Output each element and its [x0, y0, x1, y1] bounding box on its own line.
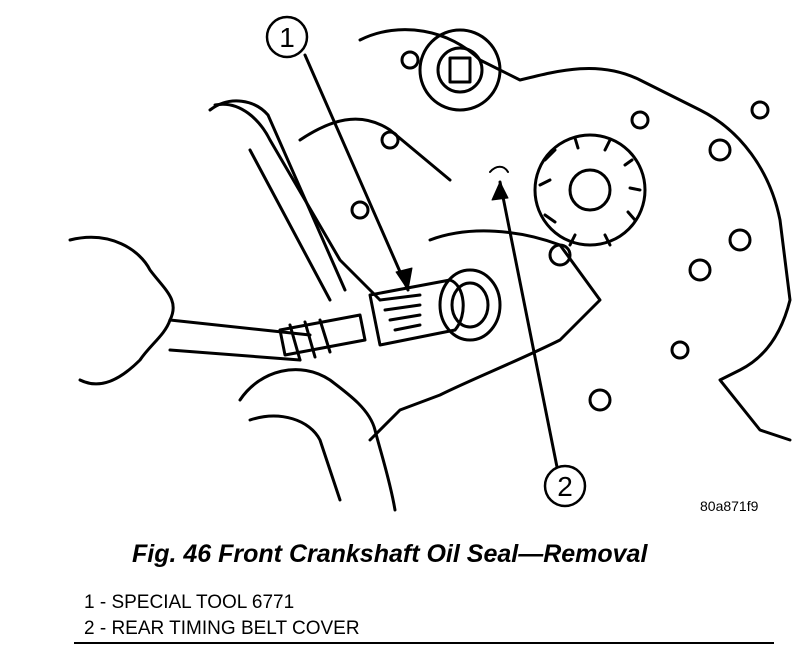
figure-id: 80a871f9	[700, 498, 759, 514]
special-tool-body	[368, 278, 465, 347]
legend-item-2: 2 - REAR TIMING BELT COVER	[84, 618, 360, 639]
tool-bolt	[278, 313, 367, 357]
callout-1-leader	[303, 53, 410, 292]
callout-1-label: 1	[279, 22, 295, 53]
bottom-rule	[74, 642, 774, 644]
engine-block-outline	[358, 28, 792, 442]
right-hand	[238, 368, 397, 512]
callout-2-leader	[498, 180, 559, 469]
callout-2-label: 2	[557, 471, 573, 502]
callout-1-circle	[265, 15, 309, 59]
wrench-shaft	[208, 99, 347, 302]
rear-timing-belt-cover	[368, 229, 602, 442]
callout-2-circle	[543, 464, 587, 508]
camshaft-sprocket	[533, 133, 647, 247]
left-hand	[68, 235, 175, 386]
crankshaft-seal-housing	[438, 268, 502, 342]
timing-belt-path	[213, 102, 452, 302]
idler-pulley	[418, 28, 502, 112]
wrench-handle	[168, 318, 312, 362]
legend-item-1: 1 - SPECIAL TOOL 6771	[84, 592, 295, 613]
crankshaft-seal-removal-illustration: 1 2	[68, 15, 792, 512]
legend: 1 - SPECIAL TOOL 6771 2 - REAR TIMING BE…	[84, 590, 360, 642]
figure-caption: Fig. 46 Front Crankshaft Oil Seal—Remova…	[132, 540, 648, 568]
